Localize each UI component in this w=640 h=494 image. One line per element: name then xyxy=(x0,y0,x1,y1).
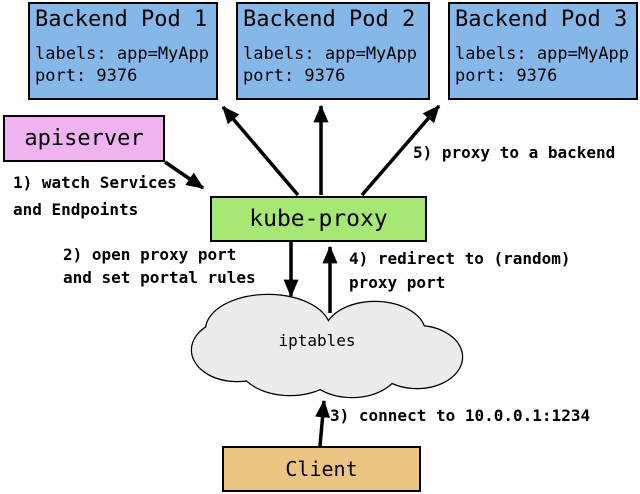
kube-proxy-node: kube-proxy xyxy=(210,196,427,242)
client-label: Client xyxy=(285,457,358,481)
backend-pod-1-port: port: 9376 xyxy=(35,66,138,86)
backend-pod-1-node: Backend Pod 1 labels: app=MyApp port: 93… xyxy=(28,2,218,100)
backend-pod-2-labels: labels: app=MyApp xyxy=(243,44,417,64)
backend-pod-3-node: Backend Pod 3 labels: app=MyApp port: 93… xyxy=(448,2,638,100)
annotation-step4-redirect: 4) redirect to (random) proxy port xyxy=(349,249,571,292)
backend-pod-3-labels: labels: app=MyApp xyxy=(455,44,629,64)
backend-pod-3-port: port: 9376 xyxy=(455,66,558,86)
arrow-kubeproxy-to-pod1 xyxy=(221,105,300,197)
backend-pod-1-title: Backend Pod 1 xyxy=(35,7,208,32)
backend-pod-1-labels: labels: app=MyApp xyxy=(35,44,209,64)
kube-proxy-label: kube-proxy xyxy=(249,206,388,232)
annotation-step3-connect: 3) connect to 10.0.0.1:1234 xyxy=(330,406,591,425)
backend-pod-2-port: port: 9376 xyxy=(243,66,346,86)
arrow-client-to-iptables xyxy=(315,399,331,447)
annotation-step2-open-proxy-port: 2) open proxy port and set portal rules xyxy=(63,245,256,287)
annotation-step1-watch-services: 1) watch Services and Endpoints xyxy=(13,173,177,219)
client-node: Client xyxy=(222,446,421,492)
backend-pod-3-title: Backend Pod 3 xyxy=(455,7,628,32)
annotation-step5-proxy-backend: 5) proxy to a backend xyxy=(413,143,616,162)
iptables-label: iptables xyxy=(278,331,356,350)
apiserver-node: apiserver xyxy=(3,115,165,162)
backend-pod-2-node: Backend Pod 2 labels: app=MyApp port: 93… xyxy=(236,2,430,100)
backend-pod-2-title: Backend Pod 2 xyxy=(243,7,416,32)
apiserver-label: apiserver xyxy=(24,126,144,151)
